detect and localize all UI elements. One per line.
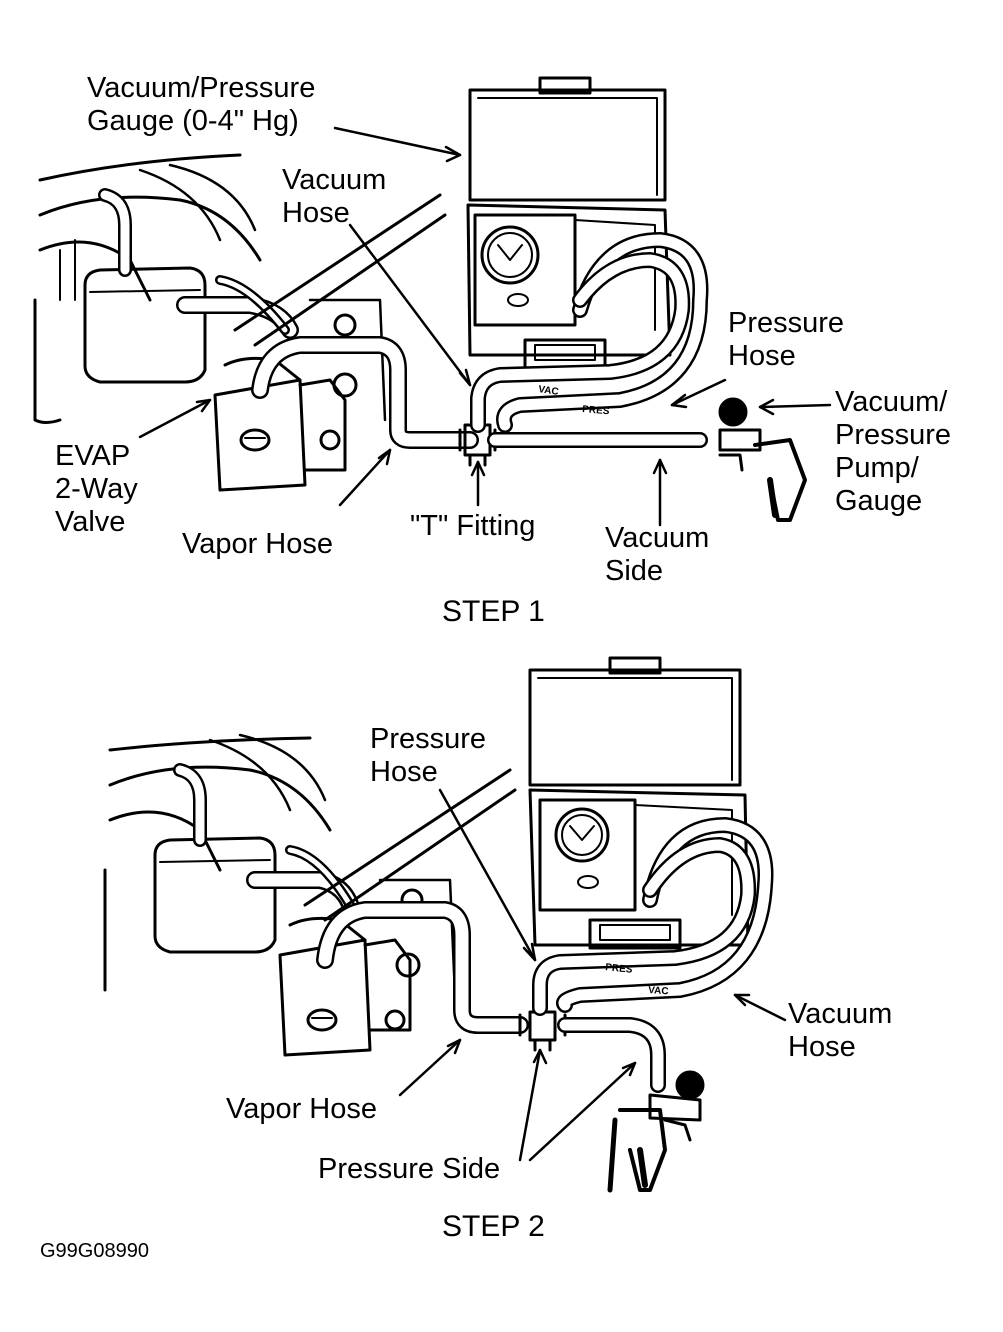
step1-leaders xyxy=(138,126,832,527)
step2-vapor-hose-label: Vapor Hose xyxy=(226,1093,377,1125)
step2-pump xyxy=(607,1070,705,1193)
pump-gauge-label: Vacuum/ Pressure Pump/ Gauge xyxy=(835,386,952,517)
step2-t-fitting xyxy=(518,1010,567,1052)
t-fitting-label: "T" Fitting xyxy=(410,510,536,542)
step1-gauge-case xyxy=(466,76,672,370)
step2-title: STEP 2 xyxy=(442,1210,545,1243)
step1-title: STEP 1 xyxy=(442,595,545,628)
step2-vacuum-hose-label: Vacuum Hose xyxy=(788,998,893,1063)
step1-vacuum-hose-label: Vacuum Hose xyxy=(282,164,387,229)
pressure-side-label: Pressure Side xyxy=(318,1153,501,1185)
step1-gauge-hoses xyxy=(470,232,709,433)
step1-vapor-hose-label: Vapor Hose xyxy=(182,528,333,560)
step2-gauge-hoses xyxy=(532,817,774,1016)
step2-vac-hose-tag: VAC xyxy=(648,985,669,997)
gauge-label: Vacuum/Pressure Gauge (0-4" Hg) xyxy=(87,72,316,137)
step1-vac-hose-tag: VAC xyxy=(538,384,560,398)
evap-valve-label: EVAP 2-Way Valve xyxy=(55,440,138,538)
step2-pres-hose-tag: PRES xyxy=(605,962,634,976)
step1-vapor-hose xyxy=(251,336,479,449)
figure-code: G99G08990 xyxy=(40,1240,149,1262)
step1-pres-hose-tag: PRES xyxy=(582,404,610,417)
step2-pressure-side-hose xyxy=(557,1017,666,1093)
step2-vapor-hose xyxy=(316,901,529,1034)
vacuum-side-label: Vacuum Side xyxy=(605,522,710,587)
step1-pump xyxy=(718,397,807,522)
step2-pressure-hose-label: Pressure Hose xyxy=(370,723,487,788)
step1-engine-area xyxy=(33,153,447,424)
step2-leaders xyxy=(398,788,787,1162)
step1-evap-valve xyxy=(213,298,387,492)
step2-gauge-case xyxy=(528,656,750,950)
step1-pressure-hose-label: Pressure Hose xyxy=(728,307,845,372)
